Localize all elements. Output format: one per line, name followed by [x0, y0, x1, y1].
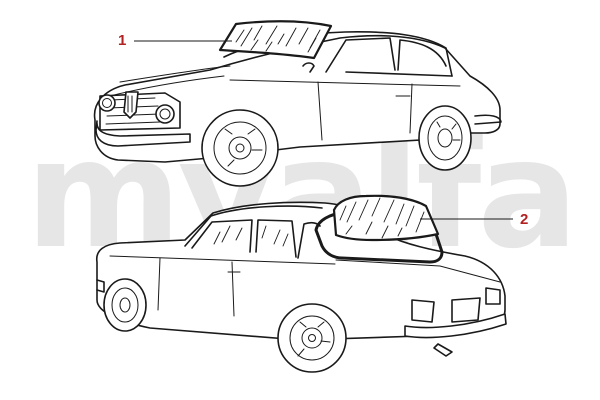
- part-1-windscreen: [218, 20, 333, 60]
- callout-label-2: 2: [520, 211, 529, 228]
- callout-label-1: 1: [118, 32, 127, 49]
- car-front-view: [93, 31, 502, 187]
- car-rear-view: [95, 201, 507, 373]
- part-2-rear-window: [314, 194, 444, 264]
